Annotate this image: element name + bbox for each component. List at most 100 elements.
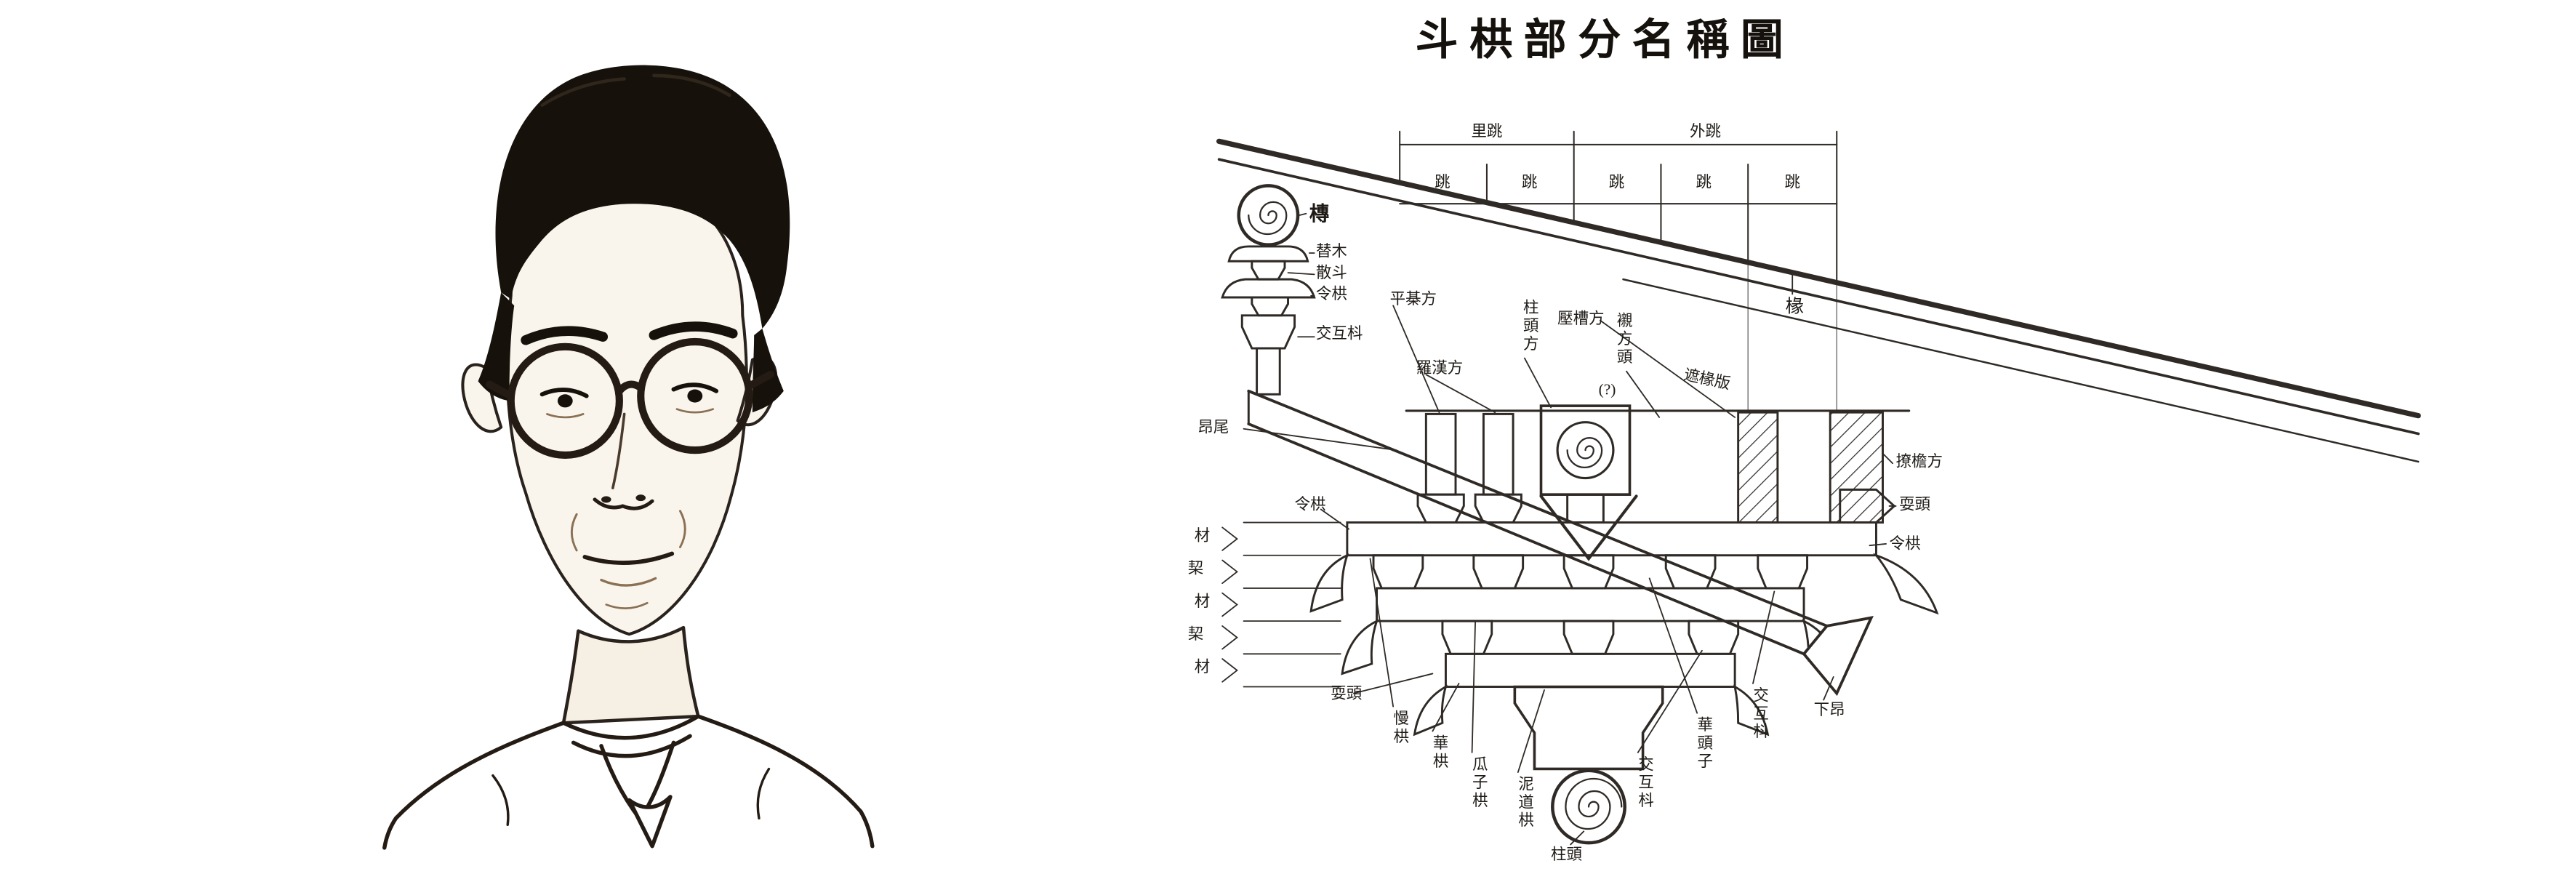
hair — [495, 65, 790, 329]
fang-post-2 — [1482, 412, 1514, 496]
label-timu: 替木 — [1315, 244, 1347, 262]
face — [505, 179, 748, 636]
label-zhutou: 柱頭 — [1551, 847, 1583, 865]
right-lower-lid — [675, 408, 715, 414]
dou — [1441, 620, 1493, 655]
left-eye — [539, 388, 589, 398]
column-head-circle — [1551, 769, 1627, 845]
label-yacaofang: 壓槽方 — [1557, 312, 1605, 329]
label-jiaohudou-bottom1: 交互枓 — [1634, 755, 1651, 810]
beam-section-spiral — [1566, 437, 1603, 468]
label-jump-1: 跳 — [1435, 175, 1450, 193]
purlin-stack — [1221, 184, 1316, 396]
label-huatouzi: 華頭子 — [1693, 716, 1711, 771]
square-post — [1566, 493, 1605, 524]
chin-crease — [605, 601, 649, 609]
label-cai-3: 材 — [1194, 660, 1211, 677]
stack-post — [1256, 347, 1281, 396]
fang-post-1 — [1424, 412, 1457, 496]
left-pupil — [557, 394, 573, 408]
glasses-bridge — [615, 380, 645, 395]
left-shoulder — [382, 721, 566, 850]
nostrils — [593, 497, 654, 510]
label-nidaogong: 泥道栱 — [1514, 775, 1531, 830]
label-luohanfang: 羅漢方 — [1416, 361, 1464, 378]
label-chenfangtou: 襯方頭 — [1613, 312, 1630, 366]
label-huagong: 華栱 — [1429, 734, 1446, 771]
purlin-circle — [1237, 184, 1300, 246]
column-head-spiral — [1565, 777, 1623, 830]
label-jiaohudou-top: 交互枓 — [1315, 326, 1363, 344]
hatched-fang-1 — [1737, 411, 1779, 524]
lapel-point — [627, 795, 673, 849]
label-inner-jump: 里跳 — [1471, 124, 1503, 142]
gong-arm-tier3 — [1444, 652, 1736, 688]
gong-wing — [1413, 684, 1448, 737]
label-liaoyanfang: 撩檐方 — [1895, 454, 1943, 472]
left-nostril — [601, 496, 611, 503]
dou — [1472, 554, 1525, 590]
label-outer-jump: 外跳 — [1689, 124, 1721, 142]
right-eyebrow — [649, 321, 738, 340]
label-ang-tail: 昂尾 — [1197, 420, 1229, 438]
mouth — [582, 551, 675, 565]
shuatou-beam — [1839, 488, 1896, 524]
ang-beam — [1247, 389, 1874, 697]
label-jump-3: 跳 — [1608, 175, 1625, 193]
jiaohudou-block — [1240, 314, 1296, 350]
right-nostril — [635, 494, 646, 502]
gong-wing — [1309, 553, 1349, 613]
label-cai-1: 材 — [1194, 529, 1211, 546]
portrait-illustration — [382, 65, 875, 850]
dou — [1688, 620, 1740, 655]
label-guazigong: 瓜子栱 — [1468, 755, 1485, 810]
hair-strands — [540, 73, 731, 107]
beam-section-circle — [1556, 421, 1615, 480]
hair-right-side — [752, 328, 784, 413]
dou — [1757, 554, 1809, 590]
left-eyebrow — [521, 326, 609, 345]
dou — [1416, 493, 1465, 524]
label-shuatou-left: 耍頭 — [1331, 686, 1363, 704]
label-sandou: 散斗 — [1315, 266, 1347, 283]
hatched-fang-2 — [1829, 411, 1884, 524]
label-jump-2: 跳 — [1521, 175, 1538, 193]
collar-top — [561, 714, 701, 740]
label-linggong-right: 令栱 — [1889, 537, 1921, 554]
dou — [1562, 620, 1615, 655]
left-lens — [507, 342, 623, 459]
gong-wing — [1341, 619, 1379, 675]
label-rafter: 椽 — [1786, 297, 1805, 318]
small-dou — [1251, 296, 1289, 317]
dou — [1372, 554, 1424, 590]
bracket-cluster — [1309, 404, 1939, 845]
label-xiaang: 下昂 — [1813, 703, 1845, 720]
left-temple-arm — [486, 380, 515, 400]
label-qi-1: 栔 — [1187, 561, 1204, 579]
right-fold — [756, 767, 771, 819]
left-lower-lid — [546, 413, 585, 419]
center-v-joint — [1539, 494, 1638, 561]
glasses — [486, 337, 774, 459]
right-lens — [637, 337, 753, 454]
label-pingqifang: 平棊方 — [1389, 292, 1437, 309]
leader-lines — [1243, 212, 1897, 846]
roof-lines — [1216, 138, 2421, 463]
collar-band — [571, 734, 692, 758]
collar — [382, 714, 875, 850]
right-eye — [671, 382, 719, 393]
label-zhutoufang: 柱頭方 — [1519, 299, 1536, 353]
cai-qi-guides — [1221, 521, 1341, 688]
label-purlin: 槫 — [1309, 201, 1330, 225]
label-cai-2: 材 — [1194, 594, 1211, 612]
left-ear — [461, 363, 503, 433]
left-fold — [491, 774, 510, 827]
label-mangong: 慢栱 — [1389, 710, 1407, 746]
dougong-diagram — [1216, 130, 2421, 846]
label-qi-2: 栔 — [1187, 628, 1204, 644]
lower-lip — [600, 577, 657, 587]
gong-wing — [1733, 684, 1770, 737]
gong-wing — [1872, 553, 1939, 615]
dimension-grid — [1399, 130, 1838, 413]
